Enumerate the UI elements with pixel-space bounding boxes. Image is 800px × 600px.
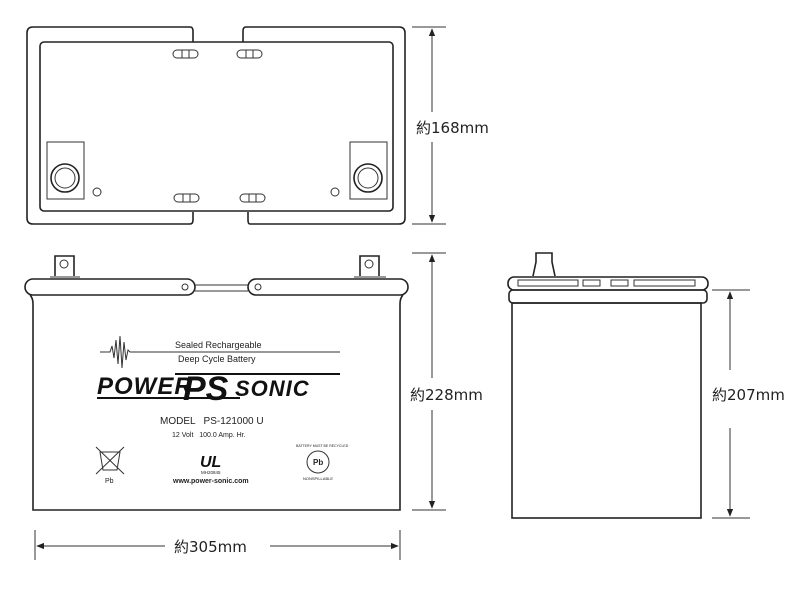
side-view (507, 252, 709, 519)
wave-icon (100, 335, 340, 369)
svg-text:PS: PS (183, 370, 229, 408)
ul-mark-icon: UL MH20845 (200, 454, 221, 475)
label-line2: Deep Cycle Battery (178, 354, 256, 364)
dimension-height-body: 約207mm (712, 289, 785, 519)
svg-text:Pb: Pb (313, 458, 323, 467)
terminal-left-top (46, 141, 85, 200)
dimension-height-total: 約228mm (410, 252, 483, 511)
label-line1: Sealed Rechargeable (175, 340, 262, 350)
svg-text:SONIC: SONIC (235, 376, 310, 401)
model-text: MODEL PS-121000 U (160, 416, 264, 427)
terminal-right-top (349, 141, 388, 200)
top-view (26, 26, 406, 225)
width-label: 約305mm (174, 538, 247, 556)
positive-mark-icon (92, 187, 102, 197)
negative-mark-icon (330, 187, 340, 197)
crossed-bin-icon: Pb (95, 446, 125, 485)
height-body-label: 約207mm (712, 386, 785, 404)
svg-text:MH20845: MH20845 (201, 470, 221, 475)
rating-text: 12 Volt 100.0 Amp. Hr. (172, 432, 246, 439)
front-view: Sealed Rechargeable Deep Cycle Battery P… (24, 255, 409, 511)
dimension-width: 約305mm (34, 530, 401, 560)
svg-text:UL: UL (200, 454, 221, 471)
battery-label: Sealed Rechargeable Deep Cycle Battery P… (95, 335, 349, 485)
svg-text:BATTERY MUST BE RECYCLED: BATTERY MUST BE RECYCLED (296, 444, 349, 448)
svg-text:POWER: POWER (97, 373, 193, 400)
dimension-depth: 約168mm (412, 26, 489, 225)
depth-label: 約168mm (416, 119, 489, 137)
recycle-icon: Pb BATTERY MUST BE RECYCLED NONSPILLABLE (296, 444, 349, 481)
vent-slots (172, 49, 266, 203)
terminal-right-front (354, 255, 386, 278)
url-text: www.power-sonic.com (172, 478, 249, 485)
power-sonic-logo: POWER PS SONIC (97, 370, 340, 408)
svg-text:Pb: Pb (105, 478, 114, 485)
terminal-left-front (50, 255, 80, 278)
svg-text:NONSPILLABLE: NONSPILLABLE (303, 476, 333, 481)
height-total-label: 約228mm (410, 386, 483, 404)
